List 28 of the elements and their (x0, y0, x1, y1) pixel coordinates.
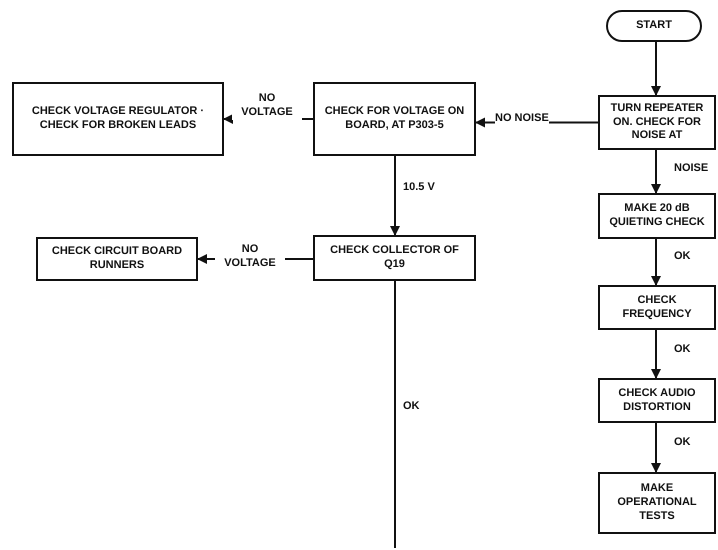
process-box (36, 237, 198, 281)
process-box (313, 82, 476, 156)
process-box (313, 235, 476, 281)
box-text: CHECK CIRCUIT BOARD RUNNERS (50, 245, 184, 273)
box-text: CHECK COLLECTOR OF Q19 (329, 244, 460, 272)
arrow (651, 330, 661, 379)
box-text: CHECK FOR VOLTAGE ON BOARD, AT P303-5 (324, 105, 466, 133)
process-box (598, 285, 716, 330)
box-text: START (636, 19, 672, 33)
box-text: TURN REPEATER ON. CHECK FOR NOISE AT (610, 102, 704, 144)
edge-label: NO NOISE (495, 112, 549, 126)
process-box (598, 472, 716, 534)
terminator (606, 10, 702, 42)
box-text: MAKE OPERATIONAL TESTS (616, 482, 698, 524)
process-box (598, 378, 716, 423)
box-text: CHECK FREQUENCY (621, 294, 693, 322)
process-box (598, 193, 716, 239)
arrow (390, 156, 400, 236)
box-text: CHECK AUDIO DISTORTION (617, 386, 697, 414)
box-text: MAKE 20 dB QUIETING CHECK (608, 202, 706, 230)
process-box (598, 95, 716, 150)
arrow (651, 423, 661, 473)
arrow (651, 239, 661, 286)
arrow (651, 150, 661, 194)
arrow (651, 42, 661, 96)
edge-label: NO VOLTAGE (232, 92, 302, 120)
box-text: CHECK VOLTAGE REGULATOR · CHECK FOR BROKEN LEADS (30, 105, 206, 133)
process-box (12, 82, 224, 156)
